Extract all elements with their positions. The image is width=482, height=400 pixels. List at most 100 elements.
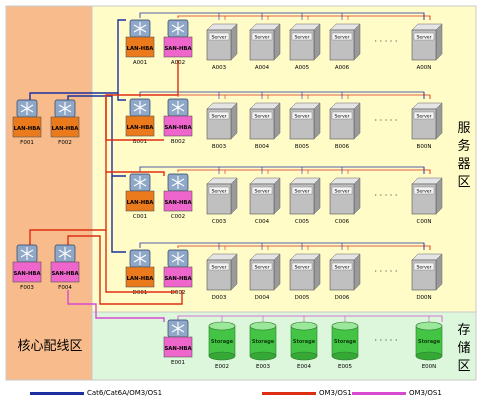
core-san-switch-2-id: F004 <box>58 285 72 291</box>
row-c-lan-switch-type: LAN-HBA <box>127 200 155 206</box>
core-lan-switch-1-id: F001 <box>20 140 34 146</box>
row-d-san-switch-type: SAN-HBA <box>164 276 192 282</box>
row-d-server-3-label: Server <box>294 265 309 271</box>
row-c-lan-switch: LAN-HBA C001 <box>125 173 155 220</box>
trunk-san-b <box>105 95 164 141</box>
core-zone-label: 核心配线区 <box>17 339 83 354</box>
core-san-switch-1-box <box>12 261 42 283</box>
legend-om3-red: OM3/OS1 <box>262 386 352 400</box>
row-c-server-1-label: Server <box>211 189 226 195</box>
row-b-lan-switch-type: LAN-HBA <box>127 125 155 131</box>
row-c-server-4-id: C006 <box>335 219 350 225</box>
row-b-san-switch-id: B002 <box>171 139 185 145</box>
storage-4-id: E005 <box>338 364 352 370</box>
row-b-server-1-label: Server <box>211 114 226 120</box>
storage-4-body <box>331 325 359 357</box>
row-d-san-switch-box <box>163 266 193 288</box>
row-b-lan-switch-box <box>125 115 155 137</box>
row-a-ellipsis: · · · · · <box>375 37 398 46</box>
row-a-server-1-label: Server <box>211 35 226 41</box>
row-b-server-3-id: B005 <box>295 144 310 150</box>
row-c-lan-switch-box <box>125 190 155 212</box>
row-a-server-n-id: A00N <box>417 65 432 71</box>
row-d-server-2-id: D004 <box>255 295 270 301</box>
storage-3-label: Storage <box>293 339 316 345</box>
row-b-san-switch-box <box>163 115 193 137</box>
row-c-server-n-id: C00N <box>417 219 432 225</box>
row-d-server-4-label: Server <box>334 265 349 271</box>
row-a-server-4-id: A006 <box>335 65 350 71</box>
core-zone <box>5 5 93 381</box>
row-a-san-switch-box <box>163 36 193 58</box>
core-lan-switch-2-box <box>50 116 80 138</box>
row-c-ellipsis: · · · · · <box>375 191 398 200</box>
row-c-san-switch-box <box>163 190 193 212</box>
row-b-lan-switch: LAN-HBA B001 <box>125 98 155 145</box>
trunk-lan-d <box>111 176 126 253</box>
legend-label-cat6: Cat6/Cat6A/OM3/OS1 <box>87 389 163 397</box>
row-b-lan-switch-id: B001 <box>133 139 147 145</box>
row-b-server-2-id: B004 <box>255 144 270 150</box>
row-d-san-switch-id: D002 <box>171 290 186 296</box>
core-lan-switch-1-type: LAN-HBA <box>14 126 42 132</box>
storage-2-label: Storage <box>252 339 275 345</box>
storage-bus <box>177 315 443 322</box>
storage-2-id: E003 <box>256 364 270 370</box>
legend-swatch-om3-red <box>262 391 316 395</box>
core-lan-switch-2-id: F002 <box>58 140 72 146</box>
legend-swatch-om3-magenta <box>352 391 406 395</box>
row-a-server-2-id: A004 <box>255 65 270 71</box>
row-c-lan-switch-id: C001 <box>133 214 147 220</box>
row-b-server-n-id: B00N <box>417 144 432 150</box>
storage-1-label: Storage <box>211 339 234 345</box>
row-b-server-1-id: B003 <box>212 144 227 150</box>
row-b-server-4-id: B006 <box>335 144 350 150</box>
core-san-switch-1-type: SAN-HBA <box>13 271 41 277</box>
row-d-server-1-label: Server <box>211 265 226 271</box>
row-a-server-4-label: Server <box>334 35 349 41</box>
core-san-switch-2-box <box>50 261 80 283</box>
row-d-server-1-id: D003 <box>212 295 227 301</box>
row-c-san-switch-type: SAN-HBA <box>164 200 192 206</box>
storage-san-switch-id: E001 <box>171 360 185 366</box>
row-a-server-3-label: Server <box>294 35 309 41</box>
row-d-server-3-id: D005 <box>295 295 310 301</box>
storage-n-label: Storage <box>418 339 441 345</box>
row-c-server-2-label: Server <box>254 189 269 195</box>
core-lan-switch-1-box <box>12 116 42 138</box>
storage-san-switch-box <box>163 336 193 358</box>
storage-1-id: E002 <box>215 364 229 370</box>
row-d-san-switch: SAN-HBA D002 <box>163 249 193 296</box>
legend-cat6: Cat6/Cat6A/OM3/OS1 <box>30 386 162 400</box>
row-b-server-n-label: Server <box>416 114 431 120</box>
storage-zone-label: 存储区 <box>457 323 471 374</box>
row-c-server-1-id: C003 <box>212 219 227 225</box>
legend-label-om3-magenta: OM3/OS1 <box>409 389 442 397</box>
row-d-server-2-label: Server <box>254 265 269 271</box>
trunk-san-e <box>67 235 183 305</box>
row-b-san-switch: SAN-HBA B002 <box>163 98 193 145</box>
row-b-san-switch-type: SAN-HBA <box>164 125 192 131</box>
row-b-server-4-label: Server <box>334 114 349 120</box>
storage-n-body <box>415 325 443 357</box>
core-lan-switch-2-type: LAN-HBA <box>52 126 80 132</box>
storage-zone <box>91 311 477 381</box>
